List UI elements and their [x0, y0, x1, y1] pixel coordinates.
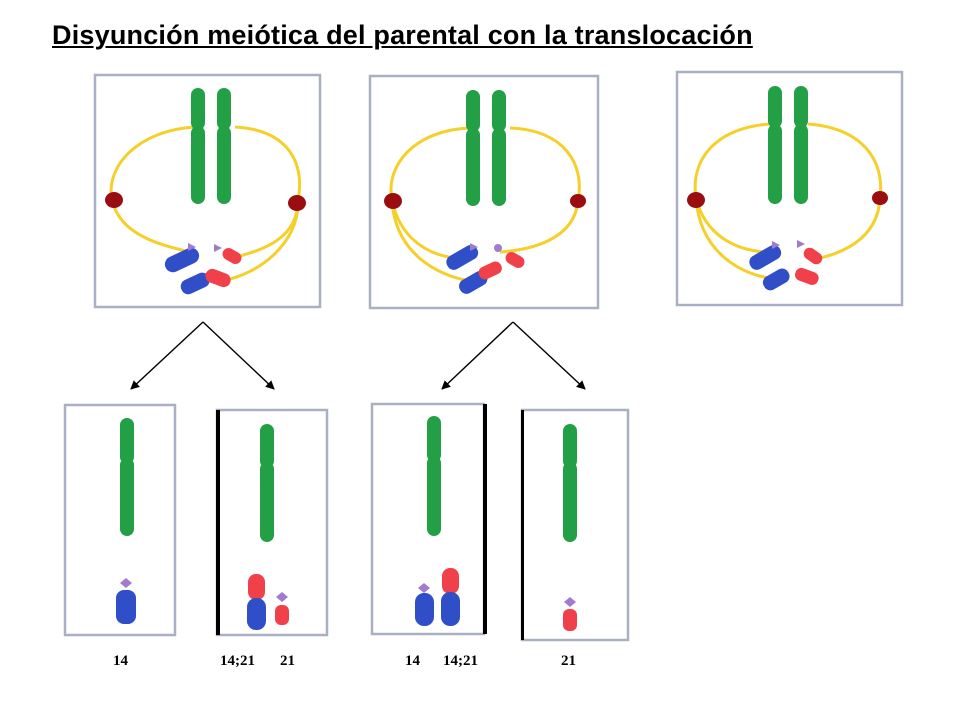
satellite — [276, 592, 288, 602]
green-chromosome — [492, 128, 506, 206]
centromere-pole — [288, 195, 306, 211]
gamete-panel-2 — [215, 408, 329, 637]
gamete-labels: 14 14;21 21 14 14;21 21 — [113, 653, 576, 669]
label-gamete-2-21: 21 — [280, 653, 295, 669]
chromosome-14-21-cluster — [164, 243, 242, 295]
pairing-panel-3 — [675, 70, 904, 307]
panel-frame — [93, 73, 322, 309]
spindle-fiber — [110, 199, 191, 254]
green-chromosome — [120, 458, 134, 536]
green-chromosome — [563, 424, 577, 468]
chromosome-14-21-red-arm — [442, 568, 459, 594]
label-gamete-3-14: 14 — [405, 653, 421, 669]
arrow — [512, 321, 586, 390]
green-chromosome — [466, 128, 480, 206]
satellite — [120, 578, 132, 588]
centromere-pole — [872, 191, 888, 205]
arrow — [130, 321, 204, 390]
chromosome-14-21-blue-arm — [247, 598, 266, 630]
green-chromosome — [191, 88, 205, 130]
centromere-pole — [105, 192, 123, 208]
gamete-panel-1 — [63, 403, 177, 637]
label-gamete-3-fusion: 14;21 — [443, 653, 478, 669]
label-gamete-1: 14 — [113, 653, 129, 669]
label-gamete-2-fusion: 14;21 — [220, 653, 255, 669]
chromosome-14 — [415, 593, 434, 626]
segregation-arrows — [130, 321, 586, 390]
spindle-fiber — [109, 125, 196, 201]
green-chromosome — [191, 126, 205, 204]
label-gamete-4: 21 — [561, 653, 576, 669]
green-chromosome — [794, 124, 808, 204]
green-chromosome — [217, 126, 231, 204]
chromosome-14-21-cluster — [446, 243, 525, 294]
green-chromosome — [260, 462, 274, 542]
green-chromosome — [466, 90, 480, 132]
panel-shadow-edge — [216, 410, 220, 635]
spindle-fiber — [807, 122, 883, 199]
spindle-fiber — [234, 125, 302, 201]
panel-frame — [675, 70, 904, 307]
chromosome-14-21-red-arm — [248, 574, 265, 600]
pairing-panel-2 — [368, 74, 600, 310]
spindle-fiber — [694, 197, 766, 254]
green-chromosome — [492, 90, 506, 132]
spindle-fiber — [499, 199, 580, 254]
spindle-fiber — [693, 122, 771, 199]
pairing-panel-1 — [93, 73, 322, 309]
spindle-fiber — [389, 126, 471, 201]
green-chromosome — [217, 88, 231, 130]
satellite — [564, 597, 576, 607]
satellite — [418, 583, 430, 593]
chromosome-21 — [275, 605, 289, 625]
chromosome-14 — [116, 590, 136, 624]
panel-shadow-edge — [521, 410, 524, 640]
centromere-pole — [384, 193, 402, 209]
chromosome-21 — [563, 609, 577, 631]
green-chromosome — [768, 124, 782, 204]
chromosome-14-21-cluster — [749, 240, 823, 291]
green-chromosome — [427, 456, 441, 536]
arrow — [441, 321, 514, 390]
spindle-fiber — [224, 199, 300, 282]
green-chromosome — [260, 424, 274, 468]
panel-shadow-edge — [483, 404, 487, 634]
gamete-panel-3 — [370, 402, 487, 636]
green-chromosome — [427, 416, 441, 462]
green-chromosome — [794, 86, 808, 128]
centromere-pole — [687, 192, 705, 208]
green-chromosome — [563, 462, 577, 542]
spindle-fiber — [390, 199, 456, 260]
spindle-fiber — [390, 199, 466, 282]
spindle-fiber — [509, 126, 581, 201]
spindle-fiber — [694, 197, 771, 280]
diagram-title: Disyunción meiótica del parental con la … — [52, 20, 753, 50]
green-chromosome — [120, 418, 134, 464]
green-chromosome — [768, 86, 782, 128]
centromere-pole — [570, 194, 586, 208]
arrow — [202, 321, 275, 390]
chromosome-14-21-blue-arm — [441, 592, 460, 626]
gamete-panel-4 — [520, 408, 630, 642]
